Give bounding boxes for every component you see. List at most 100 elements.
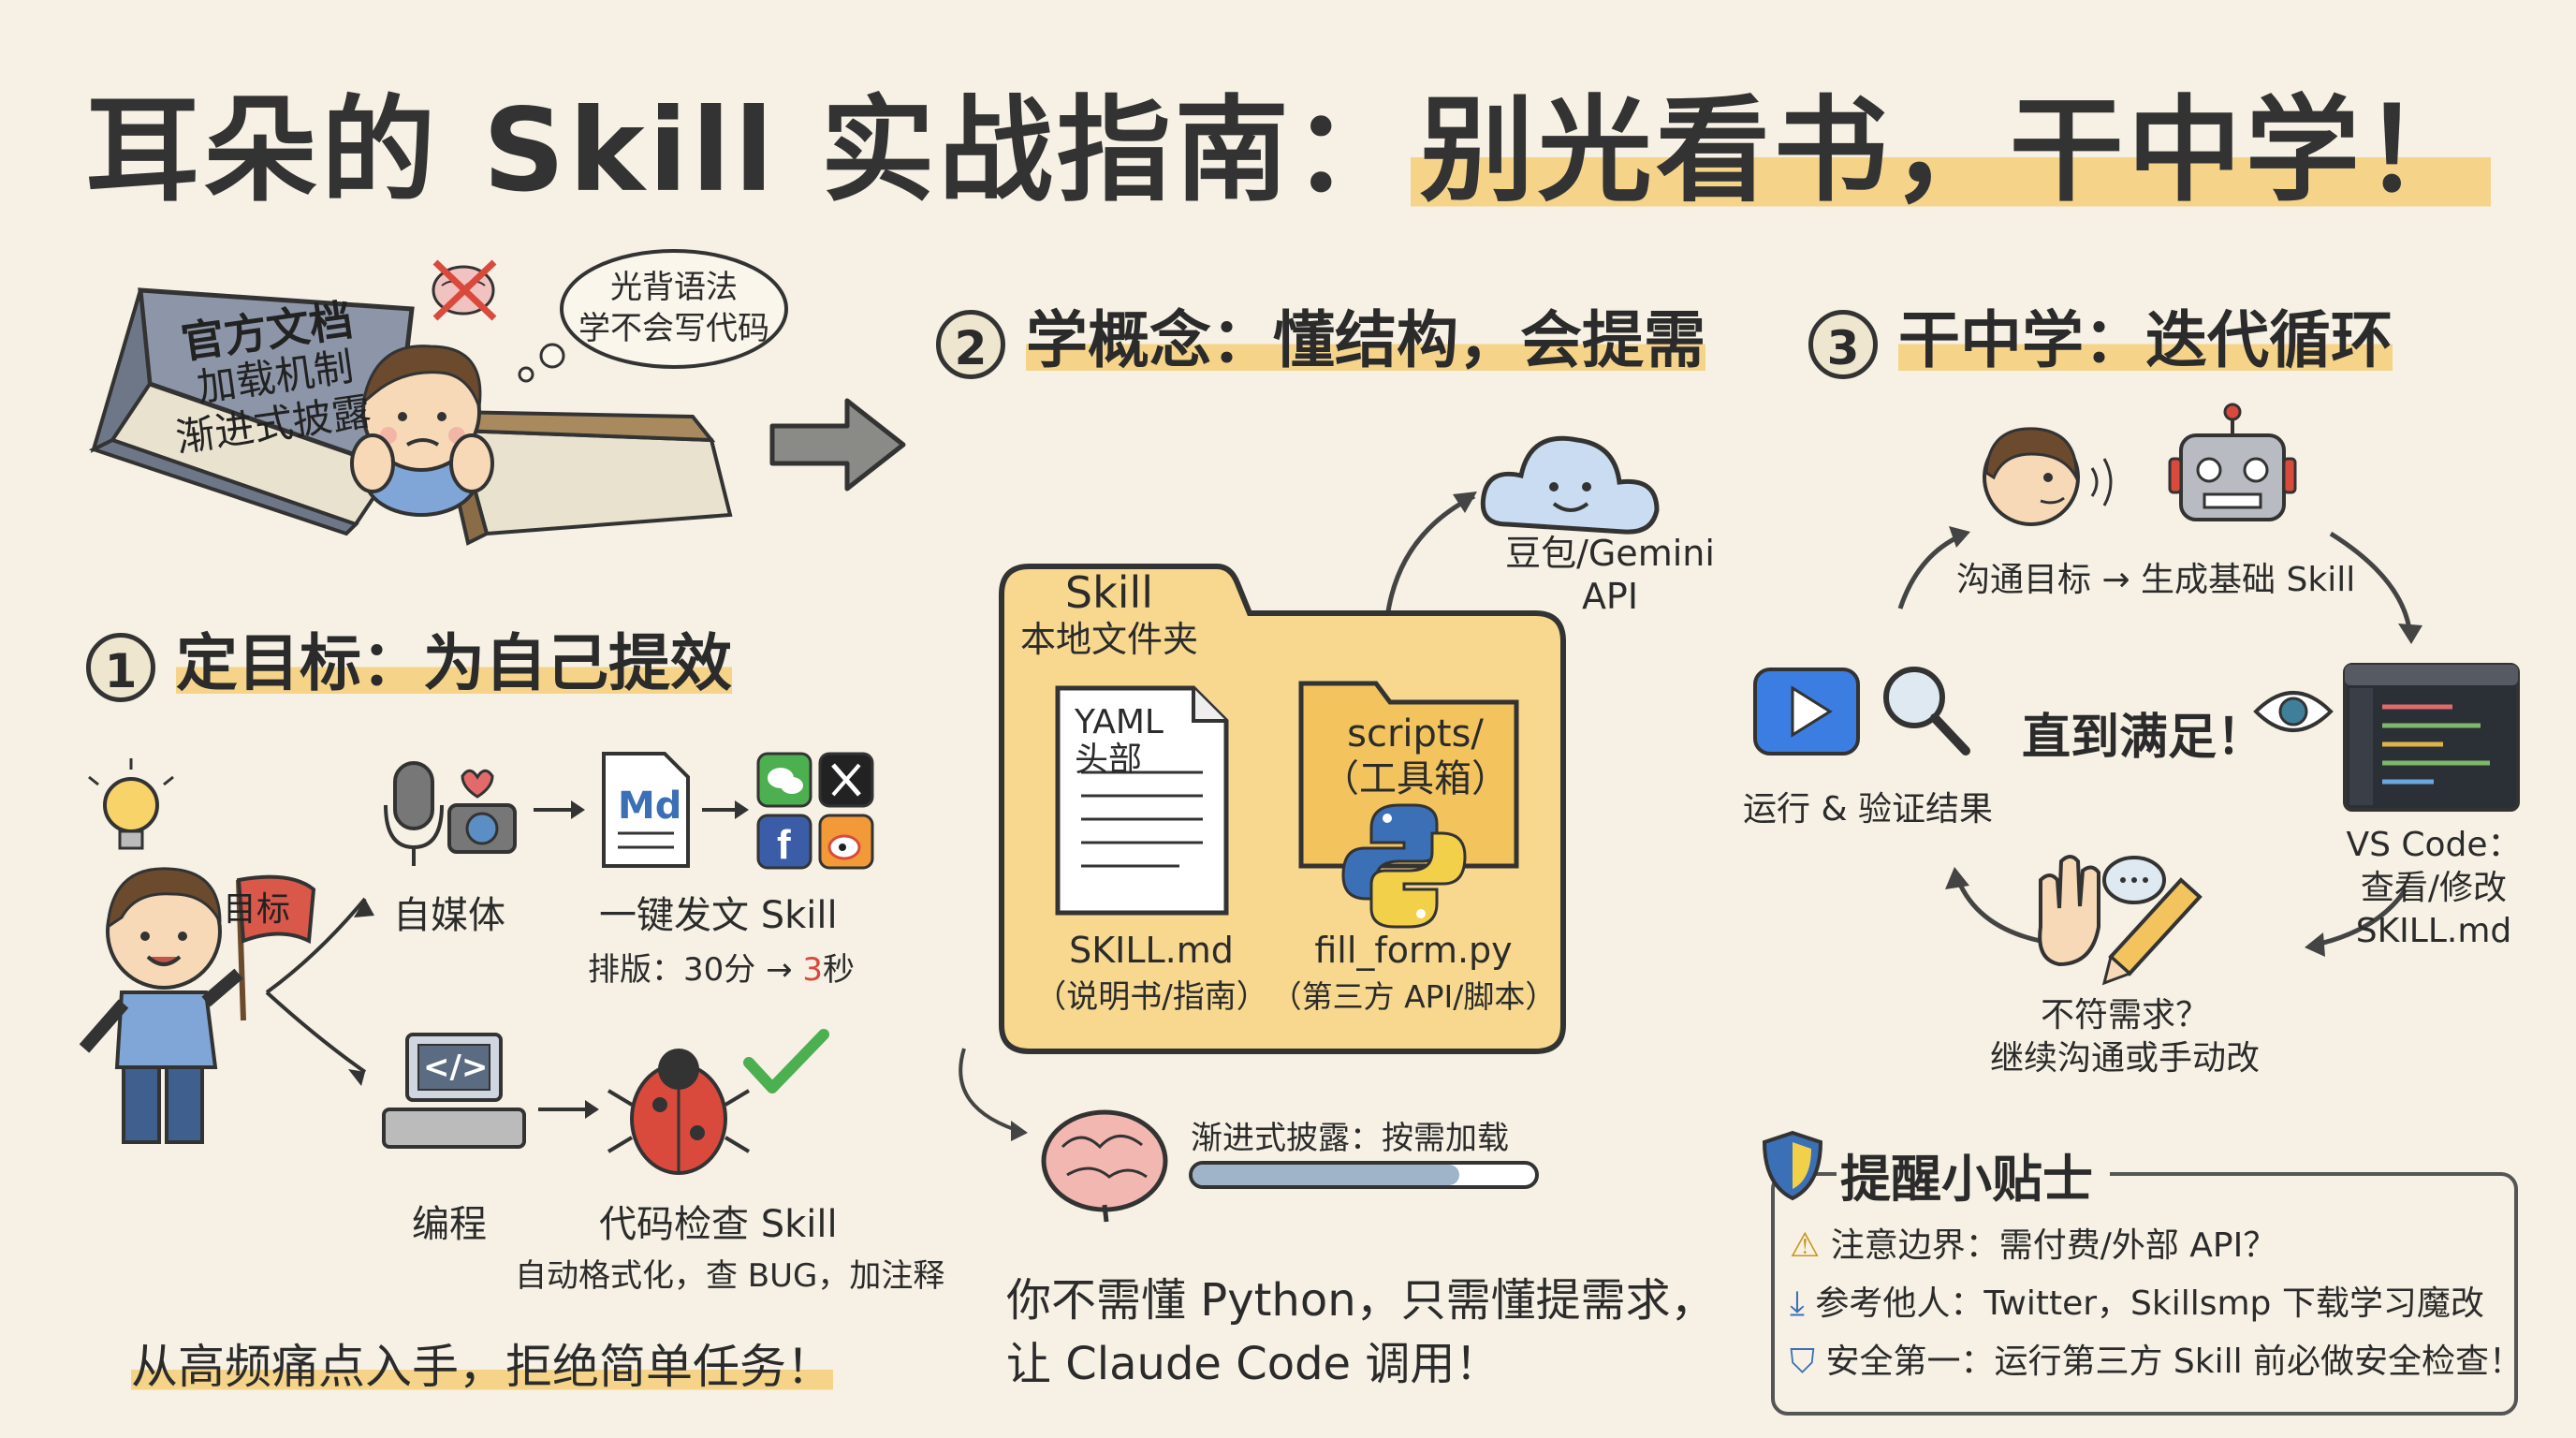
media-skill: 一键发文 Skill (599, 894, 838, 937)
fill-form-line-2: （第三方 API/脚本） (1270, 978, 1557, 1015)
computer-icon (382, 1033, 526, 1149)
vscode-line-1: VS Code： (2346, 826, 2522, 864)
shield-icon (1762, 1130, 1823, 1201)
branch-arrow-down (265, 990, 367, 1074)
step1-footer-text: 从高频痛点入手，拒绝简单任务！ (131, 1340, 833, 1394)
step1-footer: 从高频痛点入手，拒绝简单任务！ (131, 1329, 833, 1397)
cycle-arrow-bottom-right (2311, 888, 2408, 948)
scripts-line-1: scripts/ (1347, 712, 1484, 756)
facebook-icon: f (756, 814, 812, 870)
robot-icon (2168, 403, 2297, 521)
bug-icon (607, 1049, 751, 1175)
no-brain-icon (432, 259, 497, 321)
tip-item-reference: ⤓ 参考他人：Twitter，Skillsmp 下载学习魔改 (1790, 1275, 2523, 1333)
microphone-icon (384, 761, 444, 866)
code-skill: 代码检查 Skill (599, 1203, 838, 1246)
x-icon (818, 752, 874, 808)
eye-icon (2253, 691, 2334, 732)
fill-form-line-1: fill_form.py (1314, 930, 1513, 971)
tips-list: ⚠ 注意边界：需付费/外部 API？ ⤓ 参考他人：Twitter，Skills… (1790, 1217, 2523, 1391)
branch-arrow-up (265, 897, 367, 994)
tip-item-boundary: ⚠ 注意边界：需付费/外部 API？ (1790, 1217, 2523, 1275)
api-line-1: 豆包/Gemini (1505, 533, 1715, 574)
curve-arrow (959, 1048, 1026, 1135)
media-label: 自媒体 (393, 894, 505, 937)
yaml-line-2: 头部 (1075, 741, 1143, 779)
skill-md-doc-icon (1055, 685, 1229, 916)
step3-title: 干中学：迭代循环 (1898, 304, 2393, 376)
iteration-cycle (1753, 403, 2520, 986)
step1-title: 定目标：为自己提效 (176, 627, 732, 699)
step3-heading: 3 干中学：迭代循环 (1808, 290, 2393, 380)
magnifier-icon (1883, 667, 1970, 756)
markdown-doc-text: Md (618, 785, 682, 828)
wechat-icon (756, 752, 812, 808)
step1-boy-illustration (79, 758, 374, 1144)
step2-footer-line-1: 你不需懂 Python，只需懂提需求， (1006, 1274, 1716, 1327)
step1-heading: 1 定目标：为自己提效 (86, 613, 732, 703)
warning-icon: ⚠ (1790, 1226, 1821, 1265)
camera-icon (447, 769, 517, 854)
skill-folder (999, 564, 1566, 1054)
big-arrow-icon (769, 398, 906, 492)
flag-label: 目标 (223, 890, 291, 929)
progress-bar (1189, 1161, 1539, 1189)
skill-md-line-2: （说明书/指南） (1034, 978, 1268, 1016)
media-detail-post: 秒 (823, 951, 856, 989)
mismatch-text: 不符需求？ 继续沟通或手动改 (1966, 994, 2284, 1080)
thought-line-1: 光背语法 (610, 269, 738, 306)
scripts-line-2: （工具箱） (1322, 757, 1509, 800)
progressive-text: 渐进式披露：按需加载 (1191, 1120, 1509, 1157)
run-text: 运行 & 验证结果 (1743, 790, 1993, 829)
vscode-line-3: SKILL.md (2355, 912, 2512, 950)
happy-boy (79, 867, 243, 1144)
step3-number: 3 (1808, 309, 1878, 379)
brain-icon (1041, 1109, 1168, 1223)
download-icon: ⤓ (1790, 1284, 1805, 1323)
code-detail: 自动格式化，查 BUG，加注释 (515, 1257, 945, 1295)
python-icon (1341, 803, 1467, 929)
official-docs-book (88, 287, 415, 536)
step2-footer: 你不需懂 Python，只需懂提需求， 让 Claude Code 调用！ (1006, 1269, 1716, 1396)
yaml-text: YAML 头部 (1075, 704, 1164, 779)
satisfied-text: 直到满足！ (2022, 710, 2266, 766)
vscode-window-icon (2343, 663, 2520, 812)
tip-text-3: 安全第一：运行第三方 Skill 前必做安全检查！ (1825, 1343, 2524, 1381)
communicate-text: 沟通目标 → 生成基础 Skill (1956, 561, 2356, 599)
api-text: 豆包/Gemini API (1498, 532, 1722, 618)
code-label: 编程 (412, 1203, 487, 1246)
tip-text-1: 注意边界：需付费/外部 API？ (1830, 1226, 2277, 1265)
chat-bubble-icon (2102, 856, 2166, 904)
thought-text: 光背语法 学不会写代码 (562, 267, 786, 349)
vscode-line-2: 查看/修改 (2360, 869, 2508, 907)
step1-number: 1 (86, 632, 155, 702)
yaml-line-1: YAML (1075, 703, 1164, 741)
code-screen-text: </> (423, 1049, 489, 1086)
pencil-icon (2101, 877, 2203, 986)
book-text: 官方文档 加载机制 渐进式披露 (173, 294, 374, 461)
title-prefix: 耳朵的 Skill 实战指南： (85, 84, 1411, 217)
hand-icon (2038, 855, 2100, 967)
code-icons (382, 1029, 829, 1175)
thought-bubble (518, 249, 788, 383)
svg-text:f: f (777, 822, 791, 868)
vscode-text: VS Code： 查看/修改 SKILL.md (2340, 824, 2527, 953)
step2-title: 学概念：懂结构，会提需 (1026, 304, 1705, 376)
sad-boy (350, 345, 494, 517)
markdown-doc-icon (602, 752, 690, 868)
folder-title-2: 本地文件夹 (1019, 619, 1198, 660)
tips-box (1771, 1172, 2518, 1416)
mismatch-line-1: 不符需求？ (2040, 996, 2209, 1034)
check-icon (743, 1029, 829, 1093)
media-detail-num: 3 (802, 951, 824, 989)
step2-footer-line-2: 让 Claude Code 调用！ (1006, 1338, 1500, 1390)
folder-title: Skill 本地文件夹 (1006, 569, 1212, 663)
skill-md-line-1: SKILL.md (1069, 930, 1234, 971)
tips-title: 提醒小贴士 (1837, 1137, 2110, 1211)
thought-line-2: 学不会写代码 (578, 310, 769, 347)
progressive-illustration (959, 1048, 1539, 1223)
fill-form-text: fill_form.py （第三方 API/脚本） (1268, 927, 1559, 1020)
cycle-arrow-top-right (2329, 531, 2413, 638)
api-line-2: API (1581, 576, 1639, 617)
